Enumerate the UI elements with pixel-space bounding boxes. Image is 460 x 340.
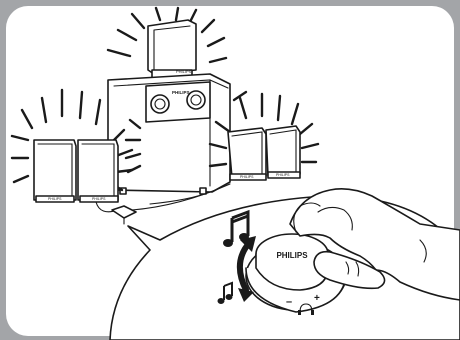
volume-plus-label: +	[314, 293, 320, 304]
right-speaker-a-brand: PHILIPS	[240, 175, 254, 179]
right-speaker-b-brand: PHILIPS	[276, 173, 290, 177]
left-speaker-b-brand: PHILIPS	[92, 197, 106, 201]
top-speaker-brand: PHILIPS	[176, 69, 192, 74]
subwoofer: PHILIPS	[108, 74, 246, 194]
volume-minus-label: –	[286, 296, 292, 308]
knob-brand: PHILIPS	[276, 251, 308, 260]
left-speaker-a-brand: PHILIPS	[48, 197, 62, 201]
subwoofer-brand: PHILIPS	[172, 90, 190, 95]
